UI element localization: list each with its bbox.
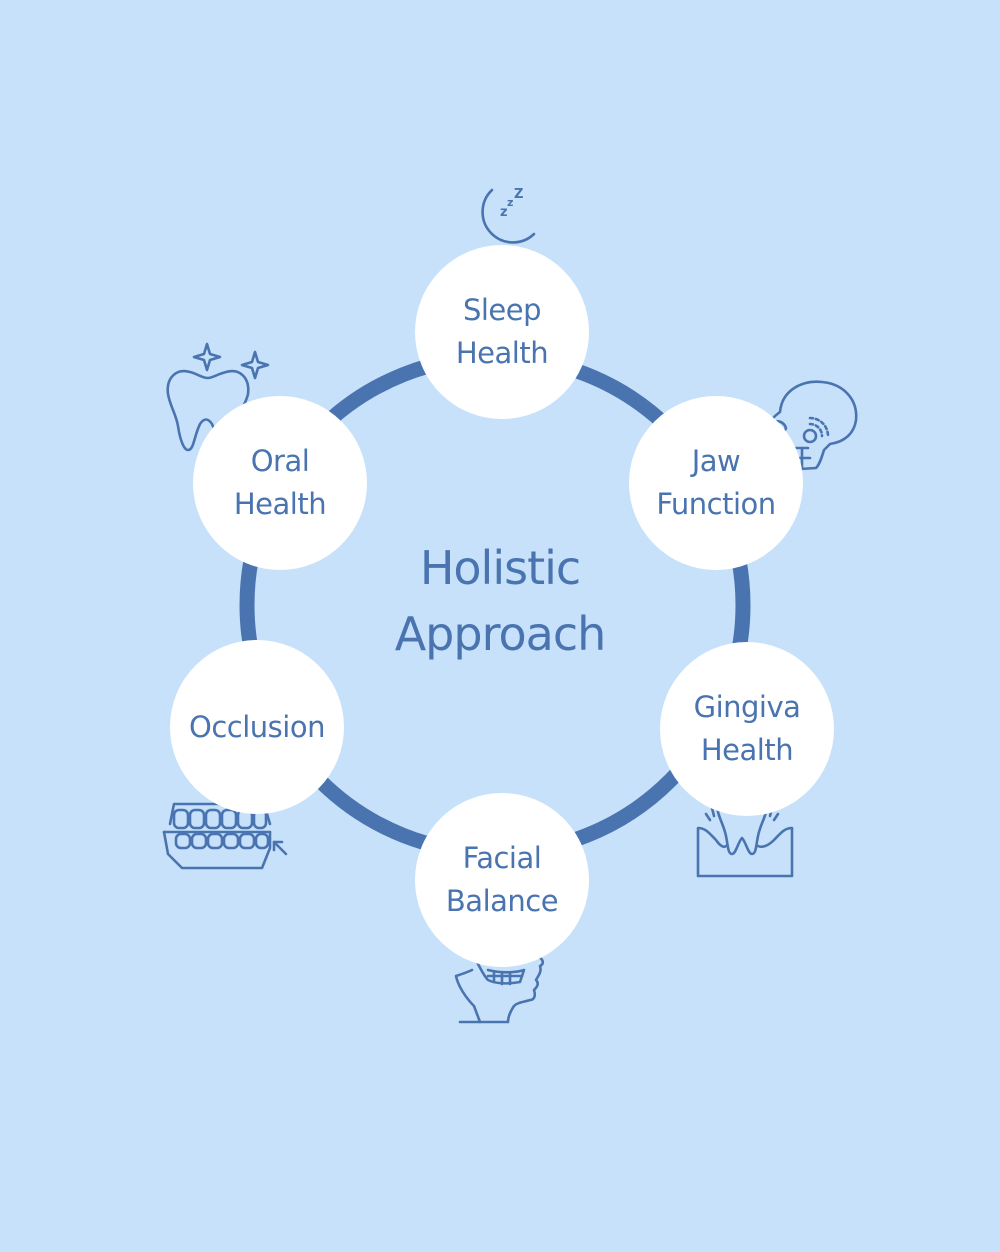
node-jaw-function: Jaw Function <box>629 396 803 570</box>
center-title: Holistic Approach <box>394 541 607 661</box>
node-sleep-health-label: Sleep Health <box>455 293 549 370</box>
node-gingiva-health: Gingiva Health <box>660 642 834 816</box>
node-oral-health: Oral Health <box>193 396 367 570</box>
svg-text:Z: Z <box>514 187 523 202</box>
node-occlusion: Occlusion <box>170 640 344 814</box>
moon-sleep-icon: z z Z <box>481 187 536 244</box>
node-oral-health-label: Oral Health <box>233 444 327 521</box>
node-occlusion-label: Occlusion <box>189 709 325 744</box>
node-jaw-function-label: Jaw Function <box>656 444 776 521</box>
node-facial-balance-label: Facial Balance <box>445 841 559 918</box>
svg-text:z: z <box>507 196 513 209</box>
node-gingiva-health-label: Gingiva Health <box>693 690 801 767</box>
gum-tooth-icon <box>696 796 794 878</box>
denture-bite-icon <box>162 802 288 870</box>
node-sleep-health: Sleep Health <box>415 245 589 419</box>
svg-text:z: z <box>500 205 508 220</box>
node-facial-balance: Facial Balance <box>415 793 589 967</box>
